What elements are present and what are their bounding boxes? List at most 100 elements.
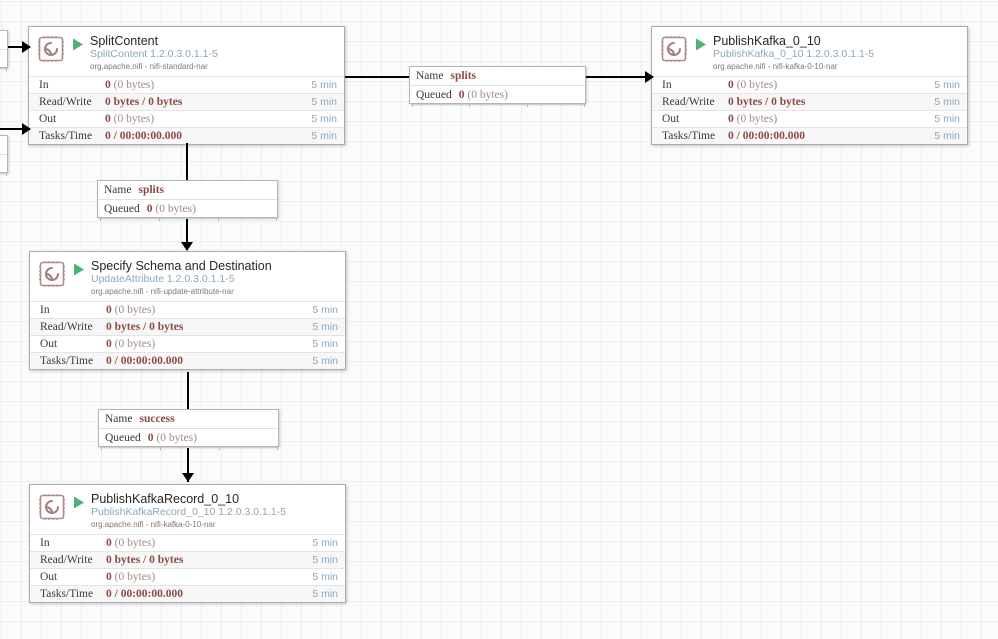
stat-row-out: Out 0 (0 bytes) 5 min	[30, 335, 345, 352]
processor-publish-kafka-record-0-10[interactable]: PublishKafkaRecord_0_10 PublishKafkaReco…	[29, 484, 346, 603]
stat-window-out: 5 min	[312, 338, 338, 350]
stat-row-read-write: Read/Write 0 bytes / 0 bytes 5 min	[30, 551, 345, 568]
stat-label-in: In	[40, 537, 50, 549]
stat-label-read-write: Read/Write	[40, 321, 93, 333]
processor-split-content[interactable]: SplitContent SplitContent 1.2.0.3.0.1.1-…	[28, 26, 345, 145]
processor-header: PublishKafkaRecord_0_10 PublishKafkaReco…	[30, 485, 345, 534]
stat-label-tasks-time: Tasks/Time	[40, 355, 94, 367]
stat-row-out: Out 0 (0 bytes) 5 min	[652, 110, 967, 127]
stat-value-out: 0 (0 bytes)	[728, 113, 778, 125]
stat-label-in: In	[40, 304, 50, 316]
connection-label-splits-to-update-attribute[interactable]: Name splits Queued 0 (0 bytes)	[97, 180, 278, 221]
stat-value-in: 0 (0 bytes)	[105, 79, 155, 91]
processor-bundle: org.apache.nifi - nifi-kafka-0-10-nar	[713, 62, 838, 71]
connection-queued-value: 0 (0 bytes)	[146, 202, 196, 215]
edge-incoming-top[interactable]	[0, 46, 30, 48]
stat-row-tasks-time: Tasks/Time 0 / 00:00:00.000 5 min	[29, 127, 344, 144]
stat-row-read-write: Read/Write 0 bytes / 0 bytes 5 min	[652, 93, 967, 110]
edge-splitcontent-to-updateattribute-arrow	[181, 242, 193, 251]
stat-value-read-write: 0 bytes / 0 bytes	[728, 96, 806, 108]
stat-window-tasks-time: 5 min	[311, 130, 337, 142]
stat-value-in: 0 (0 bytes)	[728, 79, 778, 91]
connection-queue-ticks	[0, 172, 7, 176]
stat-window-out: 5 min	[312, 571, 338, 583]
connection-name-label: Name	[104, 184, 132, 196]
stat-label-out: Out	[662, 113, 680, 125]
stat-value-in: 0 (0 bytes)	[106, 537, 156, 549]
connection-label-success-to-publish-kafka-record[interactable]: Name success Queued 0 (0 bytes)	[98, 409, 279, 450]
stat-value-tasks-time: 0 / 00:00:00.000	[106, 355, 183, 367]
connection-queued-value: 0 (0 bytes)	[458, 88, 508, 101]
run-status-play-icon	[69, 38, 87, 51]
edge-incoming-bottom-arrow	[22, 123, 31, 135]
processor-type: PublishKafka_0_10 1.2.0.3.0.1.1-5	[713, 48, 875, 60]
run-status-play-icon	[692, 38, 710, 51]
connection-label-offscreen-top[interactable]	[0, 30, 8, 71]
stat-value-in: 0 (0 bytes)	[106, 304, 156, 316]
run-status-play-icon	[70, 263, 88, 276]
processor-icon	[660, 35, 688, 63]
stat-row-tasks-time: Tasks/Time 0 / 00:00:00.000 5 min	[30, 585, 345, 602]
connection-queued-row	[0, 49, 7, 67]
edge-incoming-bottom[interactable]	[0, 128, 30, 130]
connection-queue-ticks	[410, 103, 585, 107]
processor-bundle: org.apache.nifi - nifi-kafka-0-10-nar	[91, 520, 216, 529]
connection-queued-label: Queued	[416, 88, 452, 101]
connection-name-row: Name success	[99, 410, 278, 428]
connection-queue-ticks	[0, 67, 7, 71]
processor-name: PublishKafka_0_10	[713, 34, 821, 48]
stat-label-tasks-time: Tasks/Time	[39, 130, 93, 142]
stat-value-read-write: 0 bytes / 0 bytes	[105, 96, 183, 108]
connection-queued-label: Queued	[104, 202, 140, 215]
processor-specify-schema-and-destination[interactable]: Specify Schema and Destination UpdateAtt…	[29, 251, 346, 370]
processor-header: PublishKafka_0_10 PublishKafka_0_10 1.2.…	[652, 27, 967, 76]
processor-type: PublishKafkaRecord_0_10 1.2.0.3.0.1.1-5	[91, 506, 286, 518]
processor-icon	[38, 493, 66, 521]
processor-type: UpdateAttribute 1.2.0.3.0.1.1-5	[91, 273, 235, 285]
processor-name: SplitContent	[90, 34, 159, 48]
stat-window-out: 5 min	[311, 113, 337, 125]
connection-name-row: Name splits	[410, 67, 585, 85]
stat-label-tasks-time: Tasks/Time	[662, 130, 716, 142]
processor-name: Specify Schema and Destination	[91, 259, 272, 273]
connection-queued-row: Queued 0 (0 bytes)	[98, 199, 277, 217]
stat-value-tasks-time: 0 / 00:00:00.000	[106, 588, 183, 600]
stat-window-read-write: 5 min	[312, 321, 338, 333]
stat-value-out: 0 (0 bytes)	[105, 113, 155, 125]
stat-value-read-write: 0 bytes / 0 bytes	[106, 321, 184, 333]
stat-window-tasks-time: 5 min	[312, 355, 338, 367]
connection-name-value: success	[139, 413, 175, 425]
stat-row-tasks-time: Tasks/Time 0 / 00:00:00.000 5 min	[30, 352, 345, 369]
connection-queued-value: 0 (0 bytes)	[147, 431, 197, 444]
stat-window-in: 5 min	[312, 537, 338, 549]
processor-bundle: org.apache.nifi - nifi-standard-nar	[90, 62, 208, 71]
stat-label-tasks-time: Tasks/Time	[40, 588, 94, 600]
stat-label-out: Out	[40, 571, 58, 583]
processor-name: PublishKafkaRecord_0_10	[91, 492, 240, 506]
stat-row-read-write: Read/Write 0 bytes / 0 bytes 5 min	[29, 93, 344, 110]
stat-value-tasks-time: 0 / 00:00:00.000	[105, 130, 182, 142]
stat-row-read-write: Read/Write 0 bytes / 0 bytes 5 min	[30, 318, 345, 335]
stat-value-out: 0 (0 bytes)	[106, 571, 156, 583]
processor-icon	[38, 260, 66, 288]
stat-value-read-write: 0 bytes / 0 bytes	[106, 554, 184, 566]
stat-row-tasks-time: Tasks/Time 0 / 00:00:00.000 5 min	[652, 127, 967, 144]
stat-value-tasks-time: 0 / 00:00:00.000	[728, 130, 805, 142]
run-status-play-icon	[70, 496, 88, 509]
connection-queue-ticks	[98, 217, 277, 221]
processor-header: Specify Schema and Destination UpdateAtt…	[30, 252, 345, 301]
stat-row-out: Out 0 (0 bytes) 5 min	[29, 110, 344, 127]
connection-label-offscreen-bottom[interactable]	[0, 135, 8, 176]
connection-queued-row: Queued 0 (0 bytes)	[99, 428, 278, 446]
stat-window-read-write: 5 min	[312, 554, 338, 566]
processor-publish-kafka-0-10[interactable]: PublishKafka_0_10 PublishKafka_0_10 1.2.…	[651, 26, 968, 145]
connection-name-row	[0, 31, 7, 49]
connection-label-splits-to-publish-kafka[interactable]: Name splits Queued 0 (0 bytes)	[409, 66, 586, 107]
stat-window-in: 5 min	[312, 304, 338, 316]
stat-row-out: Out 0 (0 bytes) 5 min	[30, 568, 345, 585]
edge-incoming-top-arrow	[22, 41, 31, 53]
connection-name-row: Name splits	[98, 181, 277, 199]
connection-name-value: splits	[138, 184, 165, 196]
stat-label-read-write: Read/Write	[40, 554, 93, 566]
